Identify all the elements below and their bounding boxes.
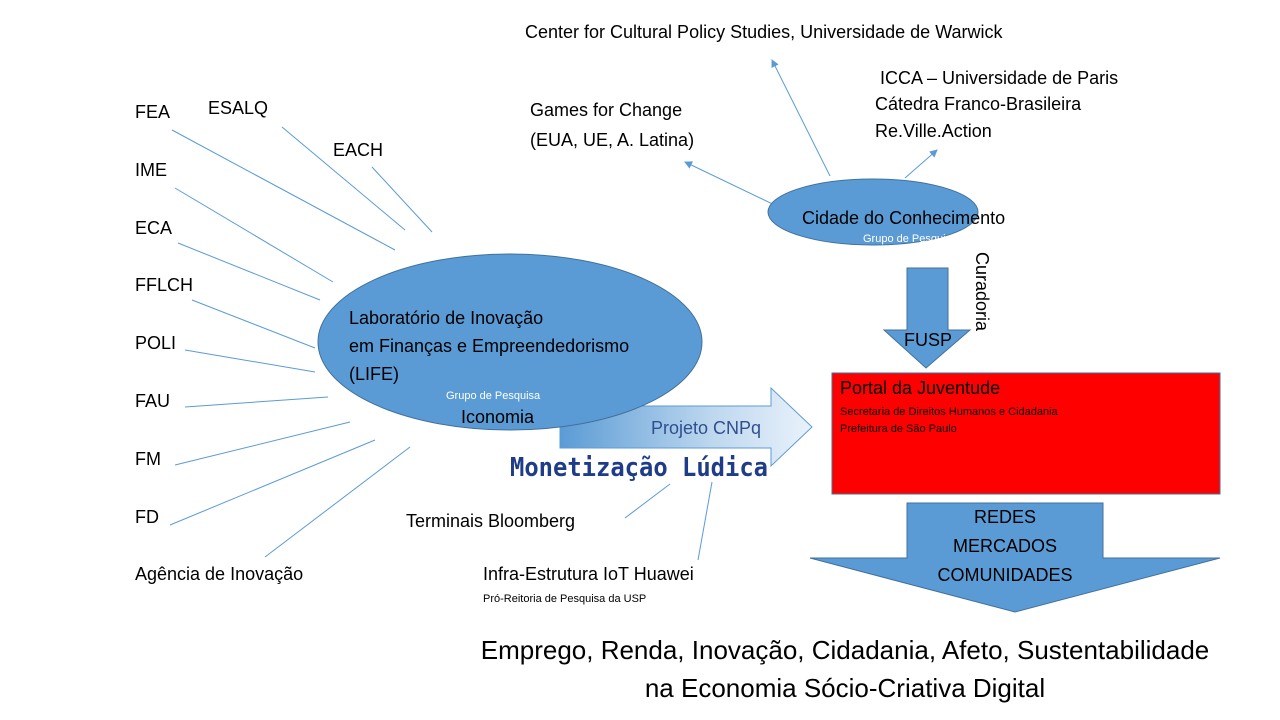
unit-fau: FAU <box>135 391 170 411</box>
unit-fflch: FFLCH <box>135 275 193 295</box>
unit-fea: FEA <box>135 102 170 122</box>
life-title-3: (LIFE) <box>349 364 399 384</box>
monetizacao-label: Monetização Lúdica <box>510 453 768 483</box>
arrow-to-games <box>684 161 786 211</box>
unit-fd: FD <box>135 507 159 527</box>
unit-poli: POLI <box>135 333 176 353</box>
portal-line2: Prefeitura de São Paulo <box>840 423 957 435</box>
icca-label: ICCA – Universidade de Paris <box>880 68 1118 88</box>
portal-line1: Secretaria de Direitos Humanos e Cidadan… <box>840 406 1059 418</box>
unit-fm: FM <box>135 449 161 469</box>
unit-agencia: Agência de Inovação <box>135 564 303 584</box>
arrow-to-icca <box>904 149 938 179</box>
huawei-label: Infra-Estrutura IoT Huawei <box>483 564 694 584</box>
connector-fea <box>171 129 396 251</box>
portal-title: Portal da Juventude <box>840 378 1000 398</box>
connector-ime <box>174 187 334 283</box>
redes-label: REDES <box>974 507 1036 527</box>
connector-eca <box>177 242 321 301</box>
life-ellipse <box>317 253 703 431</box>
connector-each <box>371 166 433 233</box>
life-subtitle: Grupo de Pesquisa <box>446 390 541 402</box>
unit-ime: IME <box>135 160 167 180</box>
cnpq-label: Projeto CNPq <box>651 418 761 438</box>
bloomberg-label: Terminais Bloomberg <box>406 511 575 531</box>
unit-connectors <box>169 126 713 561</box>
connector-fd <box>169 439 376 526</box>
connector-agencia <box>264 446 411 558</box>
cidade-title: Cidade do Conhecimento <box>802 208 1005 228</box>
connector-esalq <box>281 126 406 231</box>
reville-label: Re.Ville.Action <box>875 121 992 141</box>
unit-esalq: ESALQ <box>208 98 268 118</box>
footer-line1: Emprego, Renda, Inovação, Cidadania, Afe… <box>481 635 1210 665</box>
comunidades-label: COMUNIDADES <box>937 565 1072 585</box>
games-label-2: (EUA, UE, A. Latina) <box>530 130 694 150</box>
mercados-label: MERCADOS <box>953 536 1057 556</box>
life-title-2: em Finanças e Empreendedorismo <box>349 336 629 356</box>
connector-fm <box>174 421 351 466</box>
connector-bloomberg <box>624 483 671 519</box>
fusp-arrow <box>882 267 972 369</box>
portal-box <box>831 372 1221 495</box>
proreitoria-label: Pró-Reitoria de Pesquisa da USP <box>483 593 646 605</box>
connector-fau <box>184 396 329 408</box>
footer-line2: na Economia Sócio-Criativa Digital <box>645 673 1045 703</box>
curadoria-label: Curadoria <box>972 252 992 332</box>
connector-fflch <box>191 299 316 349</box>
life-title-1: Laboratório de Inovação <box>349 308 543 328</box>
games-label-1: Games for Change <box>530 100 682 120</box>
warwick-label: Center for Cultural Policy Studies, Univ… <box>525 22 1004 42</box>
iconomia-label: Iconomia <box>461 407 535 427</box>
connector-huawei <box>697 481 713 561</box>
catedra-label: Cátedra Franco-Brasileira <box>875 94 1082 114</box>
unit-eca: ECA <box>135 218 172 238</box>
redes-arrow <box>809 502 1221 613</box>
cidade-subtitle: Grupo de Pesquisa <box>863 233 958 245</box>
arrow-to-warwick <box>771 59 831 177</box>
fusp-label: FUSP <box>904 330 952 350</box>
cidade-ellipse <box>767 178 979 246</box>
connector-poli <box>184 349 316 373</box>
unit-each: EACH <box>333 140 383 160</box>
